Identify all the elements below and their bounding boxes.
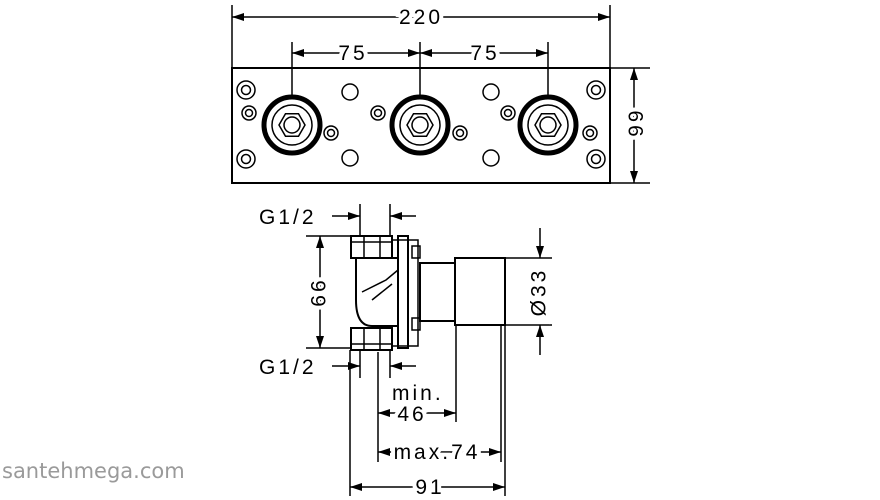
screw-rings (236, 80, 606, 169)
spacing-right-label: 75 (470, 42, 499, 65)
side-height-label: 66 (308, 277, 331, 306)
mounting-hole (482, 83, 500, 101)
top-view: 220 75 75 66 (231, 2, 650, 184)
mounting-hole (341, 149, 359, 167)
fitting-3 (517, 94, 579, 156)
min-label: min. (392, 382, 444, 405)
fitting-2 (389, 94, 451, 156)
fitting-1 (261, 94, 323, 156)
thread-top-label: G1/2 (259, 206, 317, 229)
height-dimension-label: 66 (623, 110, 646, 139)
thread-bottom-label: G1/2 (259, 356, 317, 379)
min-value: 46 (397, 403, 426, 426)
cylinder-collar (419, 262, 456, 322)
mounting-hole (482, 149, 500, 167)
mounting-hole (341, 83, 359, 101)
watermark-text: santehmega.com (2, 459, 185, 483)
spacing-left-label: 75 (338, 42, 367, 65)
valve-body (350, 235, 421, 351)
cylinder (454, 257, 506, 326)
overall-depth-label: 91 (415, 476, 444, 499)
diameter-label: Ø33 (528, 268, 551, 317)
max-label: max.74 (394, 441, 481, 464)
mounting-plate (231, 67, 611, 184)
width-dimension-label: 220 (399, 6, 443, 29)
side-view: G1/2 G1/2 66 Ø33 min. 46 max.74 91 (255, 202, 555, 500)
